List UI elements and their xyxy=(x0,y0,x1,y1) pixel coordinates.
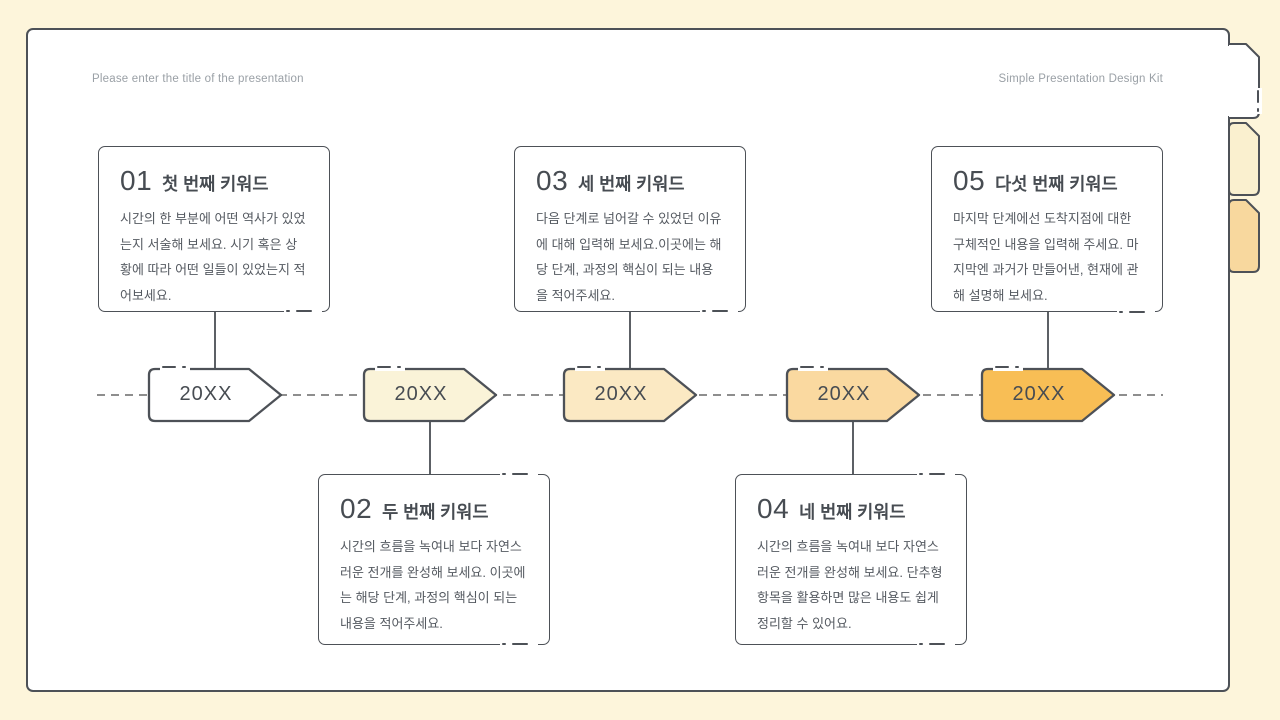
accent-dash xyxy=(512,473,528,476)
slide-header-left: Please enter the title of the presentati… xyxy=(92,73,304,85)
card-number: 05 xyxy=(953,165,986,196)
accent-dot xyxy=(502,643,506,646)
connector-card1-milestone1 xyxy=(214,311,216,369)
dash-dot-accent-card4-top xyxy=(917,471,955,478)
card-body-text: 다음 단계로 넘어갈 수 있었던 이유에 대해 입력해 보세요.이곳에는 해당 … xyxy=(536,211,722,304)
connector-card5-milestone5 xyxy=(1047,312,1049,369)
card-body-text: 시간의 흐름을 녹여내 보다 자연스러운 전개를 완성해 보세요. 단추형 항목… xyxy=(757,539,943,632)
card-number: 03 xyxy=(536,165,569,196)
dash-dot-accent-arrow4 xyxy=(798,364,828,371)
dash-dot-accent-card2-top xyxy=(500,471,538,478)
dash-dot-accent-card1 xyxy=(284,308,322,315)
card-header: 03 세 번째 키워드 xyxy=(536,165,724,197)
dash-dot-accent-arrow5 xyxy=(993,364,1023,371)
dash-dot-accent-card5 xyxy=(1117,309,1155,316)
accent-dash xyxy=(929,643,945,646)
milestone-arrow-2: 20XX xyxy=(362,367,498,423)
side-tab-1 xyxy=(1228,43,1260,119)
accent-dash xyxy=(512,643,528,646)
dash-dot-accent-arrow3 xyxy=(575,364,605,371)
dash-dot-accent-card2-bottom xyxy=(500,641,538,648)
accent-dot xyxy=(182,366,186,369)
milestone-arrow-4: 20XX xyxy=(785,367,921,423)
milestone-arrow-4-shape xyxy=(785,367,921,423)
side-tab-3-shape xyxy=(1228,199,1260,273)
milestone-arrow-3-shape xyxy=(562,367,698,423)
accent-dot xyxy=(1257,108,1260,112)
card-body-text: 시간의 한 부분에 어떤 역사가 있었는지 서술해 보세요. 시기 혹은 상황에… xyxy=(120,211,306,304)
milestone-arrow-1-shape xyxy=(147,367,283,423)
connector-card3-milestone3 xyxy=(629,311,631,369)
slide-header-right: Simple Presentation Design Kit xyxy=(998,73,1163,85)
milestone-year-label: 20XX xyxy=(817,383,871,406)
milestone-arrow-5: 20XX xyxy=(980,367,1116,423)
card-body-text: 마지막 단계에선 도착지점에 대한 구체적인 내용을 입력해 주세요. 마지막엔… xyxy=(953,211,1139,304)
milestone-arrow-3: 20XX xyxy=(562,367,698,423)
accent-dot xyxy=(1015,366,1019,369)
accent-dot xyxy=(702,310,706,313)
accent-dash xyxy=(1129,311,1145,314)
accent-dash xyxy=(995,366,1009,369)
accent-dash xyxy=(577,366,591,369)
accent-dash xyxy=(712,310,728,313)
card-header: 02 두 번째 키워드 xyxy=(340,493,528,525)
accent-dot xyxy=(919,643,923,646)
keyword-card-2: 02 두 번째 키워드 시간의 흐름을 녹여내 보다 자연스러운 전개를 완성해… xyxy=(318,474,550,645)
accent-dot xyxy=(397,366,401,369)
accent-dot xyxy=(286,310,290,313)
dash-dot-accent-arrow1 xyxy=(160,364,190,371)
milestone-year-label: 20XX xyxy=(179,383,233,406)
dash-dot-accent-card4-bottom xyxy=(917,641,955,648)
accent-dash xyxy=(296,310,312,313)
connector-milestone2-card2 xyxy=(429,420,431,475)
dash-dot-accent-tab xyxy=(1256,88,1262,114)
milestone-arrow-1: 20XX xyxy=(147,367,283,423)
accent-dot xyxy=(1119,311,1123,314)
card-number: 02 xyxy=(340,493,373,524)
slide-panel xyxy=(26,28,1230,692)
accent-dash xyxy=(929,473,945,476)
connector-milestone4-card4 xyxy=(852,420,854,475)
card-title: 첫 번째 키워드 xyxy=(162,174,269,194)
side-tab-2-shape xyxy=(1228,122,1260,196)
accent-dot xyxy=(820,366,824,369)
card-title: 다섯 번째 키워드 xyxy=(995,174,1118,194)
milestone-arrow-5-shape xyxy=(980,367,1116,423)
card-header: 01 첫 번째 키워드 xyxy=(120,165,308,197)
keyword-card-4: 04 네 번째 키워드 시간의 흐름을 녹여내 보다 자연스러운 전개를 완성해… xyxy=(735,474,967,645)
milestone-year-label: 20XX xyxy=(394,383,448,406)
card-header: 04 네 번째 키워드 xyxy=(757,493,945,525)
keyword-card-5: 05 다섯 번째 키워드 마지막 단계에선 도착지점에 대한 구체적인 내용을 … xyxy=(931,146,1163,312)
card-title: 세 번째 키워드 xyxy=(578,174,685,194)
side-tab-2 xyxy=(1228,122,1260,196)
milestone-year-label: 20XX xyxy=(594,383,648,406)
accent-dash xyxy=(1257,90,1260,103)
accent-dot xyxy=(597,366,601,369)
card-body-text: 시간의 흐름을 녹여내 보다 자연스러운 전개를 완성해 보세요. 이곳에는 해… xyxy=(340,539,526,632)
keyword-card-1: 01 첫 번째 키워드 시간의 한 부분에 어떤 역사가 있었는지 서술해 보세… xyxy=(98,146,330,312)
accent-dash xyxy=(162,366,176,369)
milestone-year-label: 20XX xyxy=(1012,383,1066,406)
accent-dash xyxy=(800,366,814,369)
dash-dot-accent-arrow2 xyxy=(375,364,405,371)
card-number: 04 xyxy=(757,493,790,524)
card-title: 네 번째 키워드 xyxy=(799,502,906,522)
accent-dash xyxy=(377,366,391,369)
side-tab-1-shape xyxy=(1229,43,1260,119)
card-number: 01 xyxy=(120,165,153,196)
dash-dot-accent-card3 xyxy=(700,308,738,315)
card-header: 05 다섯 번째 키워드 xyxy=(953,165,1141,197)
accent-dot xyxy=(502,473,506,476)
card-title: 두 번째 키워드 xyxy=(382,502,489,522)
keyword-card-3: 03 세 번째 키워드 다음 단계로 넘어갈 수 있었던 이유에 대해 입력해 … xyxy=(514,146,746,312)
milestone-arrow-2-shape xyxy=(362,367,498,423)
side-tab-3 xyxy=(1228,199,1260,273)
accent-dot xyxy=(919,473,923,476)
